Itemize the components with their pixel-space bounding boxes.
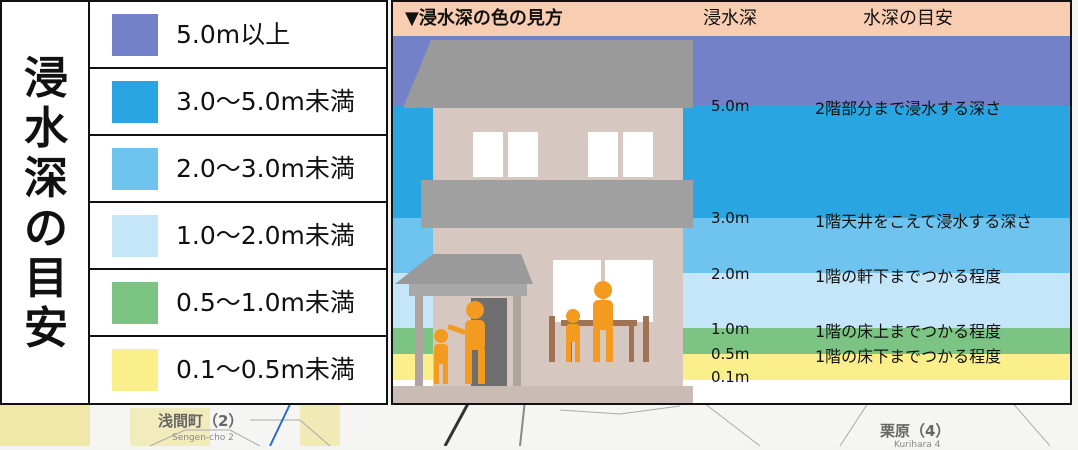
- house-illustration: [393, 40, 693, 403]
- legend-row: 3.0〜5.0m未満: [90, 69, 386, 136]
- background-map: 浅間町（2） Sengen-cho 2 栗原（4） Kurihara 4: [0, 400, 1078, 450]
- depth-description: 1階の軒下までつかる程度: [815, 267, 1002, 286]
- guide-title: ▼浸水深の色の見方: [405, 8, 563, 29]
- window-icon: [588, 132, 618, 177]
- legend-title-char: 目: [24, 253, 68, 304]
- legend-title-char: 安: [24, 303, 68, 354]
- legend-label: 3.0〜5.0m未満: [176, 87, 355, 116]
- legend-swatch: [112, 148, 158, 190]
- legend-row: 0.1〜0.5m未満: [90, 337, 386, 404]
- legend-title-char: 浸: [24, 53, 68, 104]
- legend-label: 1.0〜2.0m未満: [176, 221, 355, 250]
- depth-label: 0.1m: [711, 368, 750, 386]
- guide-header: ▼浸水深の色の見方 浸水深 水深の目安: [393, 2, 1070, 36]
- legend-swatch: [112, 215, 158, 257]
- legend-swatch: [112, 282, 158, 324]
- legend-label: 0.1〜0.5m未満: [176, 355, 355, 384]
- chair-icon: [643, 316, 649, 362]
- legend-title-char: 水: [24, 103, 68, 154]
- legend-title-char: 深: [24, 153, 68, 204]
- depth-description: 1階天井をこえて浸水する深さ: [815, 212, 1033, 231]
- legend-label: 5.0m以上: [176, 20, 291, 49]
- legend-row: 1.0〜2.0m未満: [90, 203, 386, 270]
- depth-label: 1.0m: [711, 320, 750, 338]
- legend-swatch: [112, 14, 158, 56]
- person-icon: [566, 309, 580, 362]
- chair-icon: [549, 316, 555, 362]
- legend-title: 浸水深の目安: [2, 2, 90, 403]
- map-label-kurihara-romaji: Kurihara 4: [894, 440, 941, 450]
- legend-swatch: [112, 81, 158, 123]
- window-icon: [473, 132, 503, 177]
- legend-label: 0.5〜1.0m未満: [176, 288, 355, 317]
- legend-row: 0.5〜1.0m未満: [90, 270, 386, 337]
- window-icon: [508, 132, 538, 177]
- depth-description: 2階部分まで浸水する深さ: [815, 99, 1002, 118]
- depth-label: 3.0m: [711, 209, 750, 227]
- person-icon: [593, 281, 613, 362]
- legend-label: 2.0〜3.0m未満: [176, 154, 355, 183]
- depth-label: 5.0m: [711, 97, 750, 115]
- map-label-kurihara: 栗原（4）: [880, 422, 951, 440]
- col-desc-header: 水深の目安: [863, 8, 953, 29]
- depth-label: 0.5m: [711, 345, 750, 363]
- porch-roof-icon: [395, 254, 533, 284]
- illustration-panel: ▼浸水深の色の見方 浸水深 水深の目安 5.0m 2階部分まで浸水する深さ 3.0m…: [391, 0, 1072, 405]
- depth-description: 1階の床上までつかる程度: [815, 322, 1002, 341]
- window-icon: [623, 132, 653, 177]
- legend-row: 2.0〜3.0m未満: [90, 136, 386, 203]
- legend-title-char: の: [24, 203, 68, 254]
- person-icon: [447, 301, 485, 384]
- legend-panel: 浸水深の目安 5.0m以上 3.0〜5.0m未満 2.0〜3.0m未満 1.0〜2.0…: [0, 0, 388, 405]
- depth-label: 2.0m: [711, 265, 750, 283]
- depth-description: 1階の床下までつかる程度: [815, 347, 1002, 366]
- legend-row: 5.0m以上: [90, 2, 386, 69]
- col-depth-header: 浸水深: [703, 8, 757, 29]
- legend-swatch: [112, 349, 158, 391]
- person-icon: [434, 329, 448, 384]
- map-label-sengen-romaji: Sengen-cho 2: [172, 433, 234, 443]
- map-label-sengen: 浅間町（2）: [158, 412, 244, 430]
